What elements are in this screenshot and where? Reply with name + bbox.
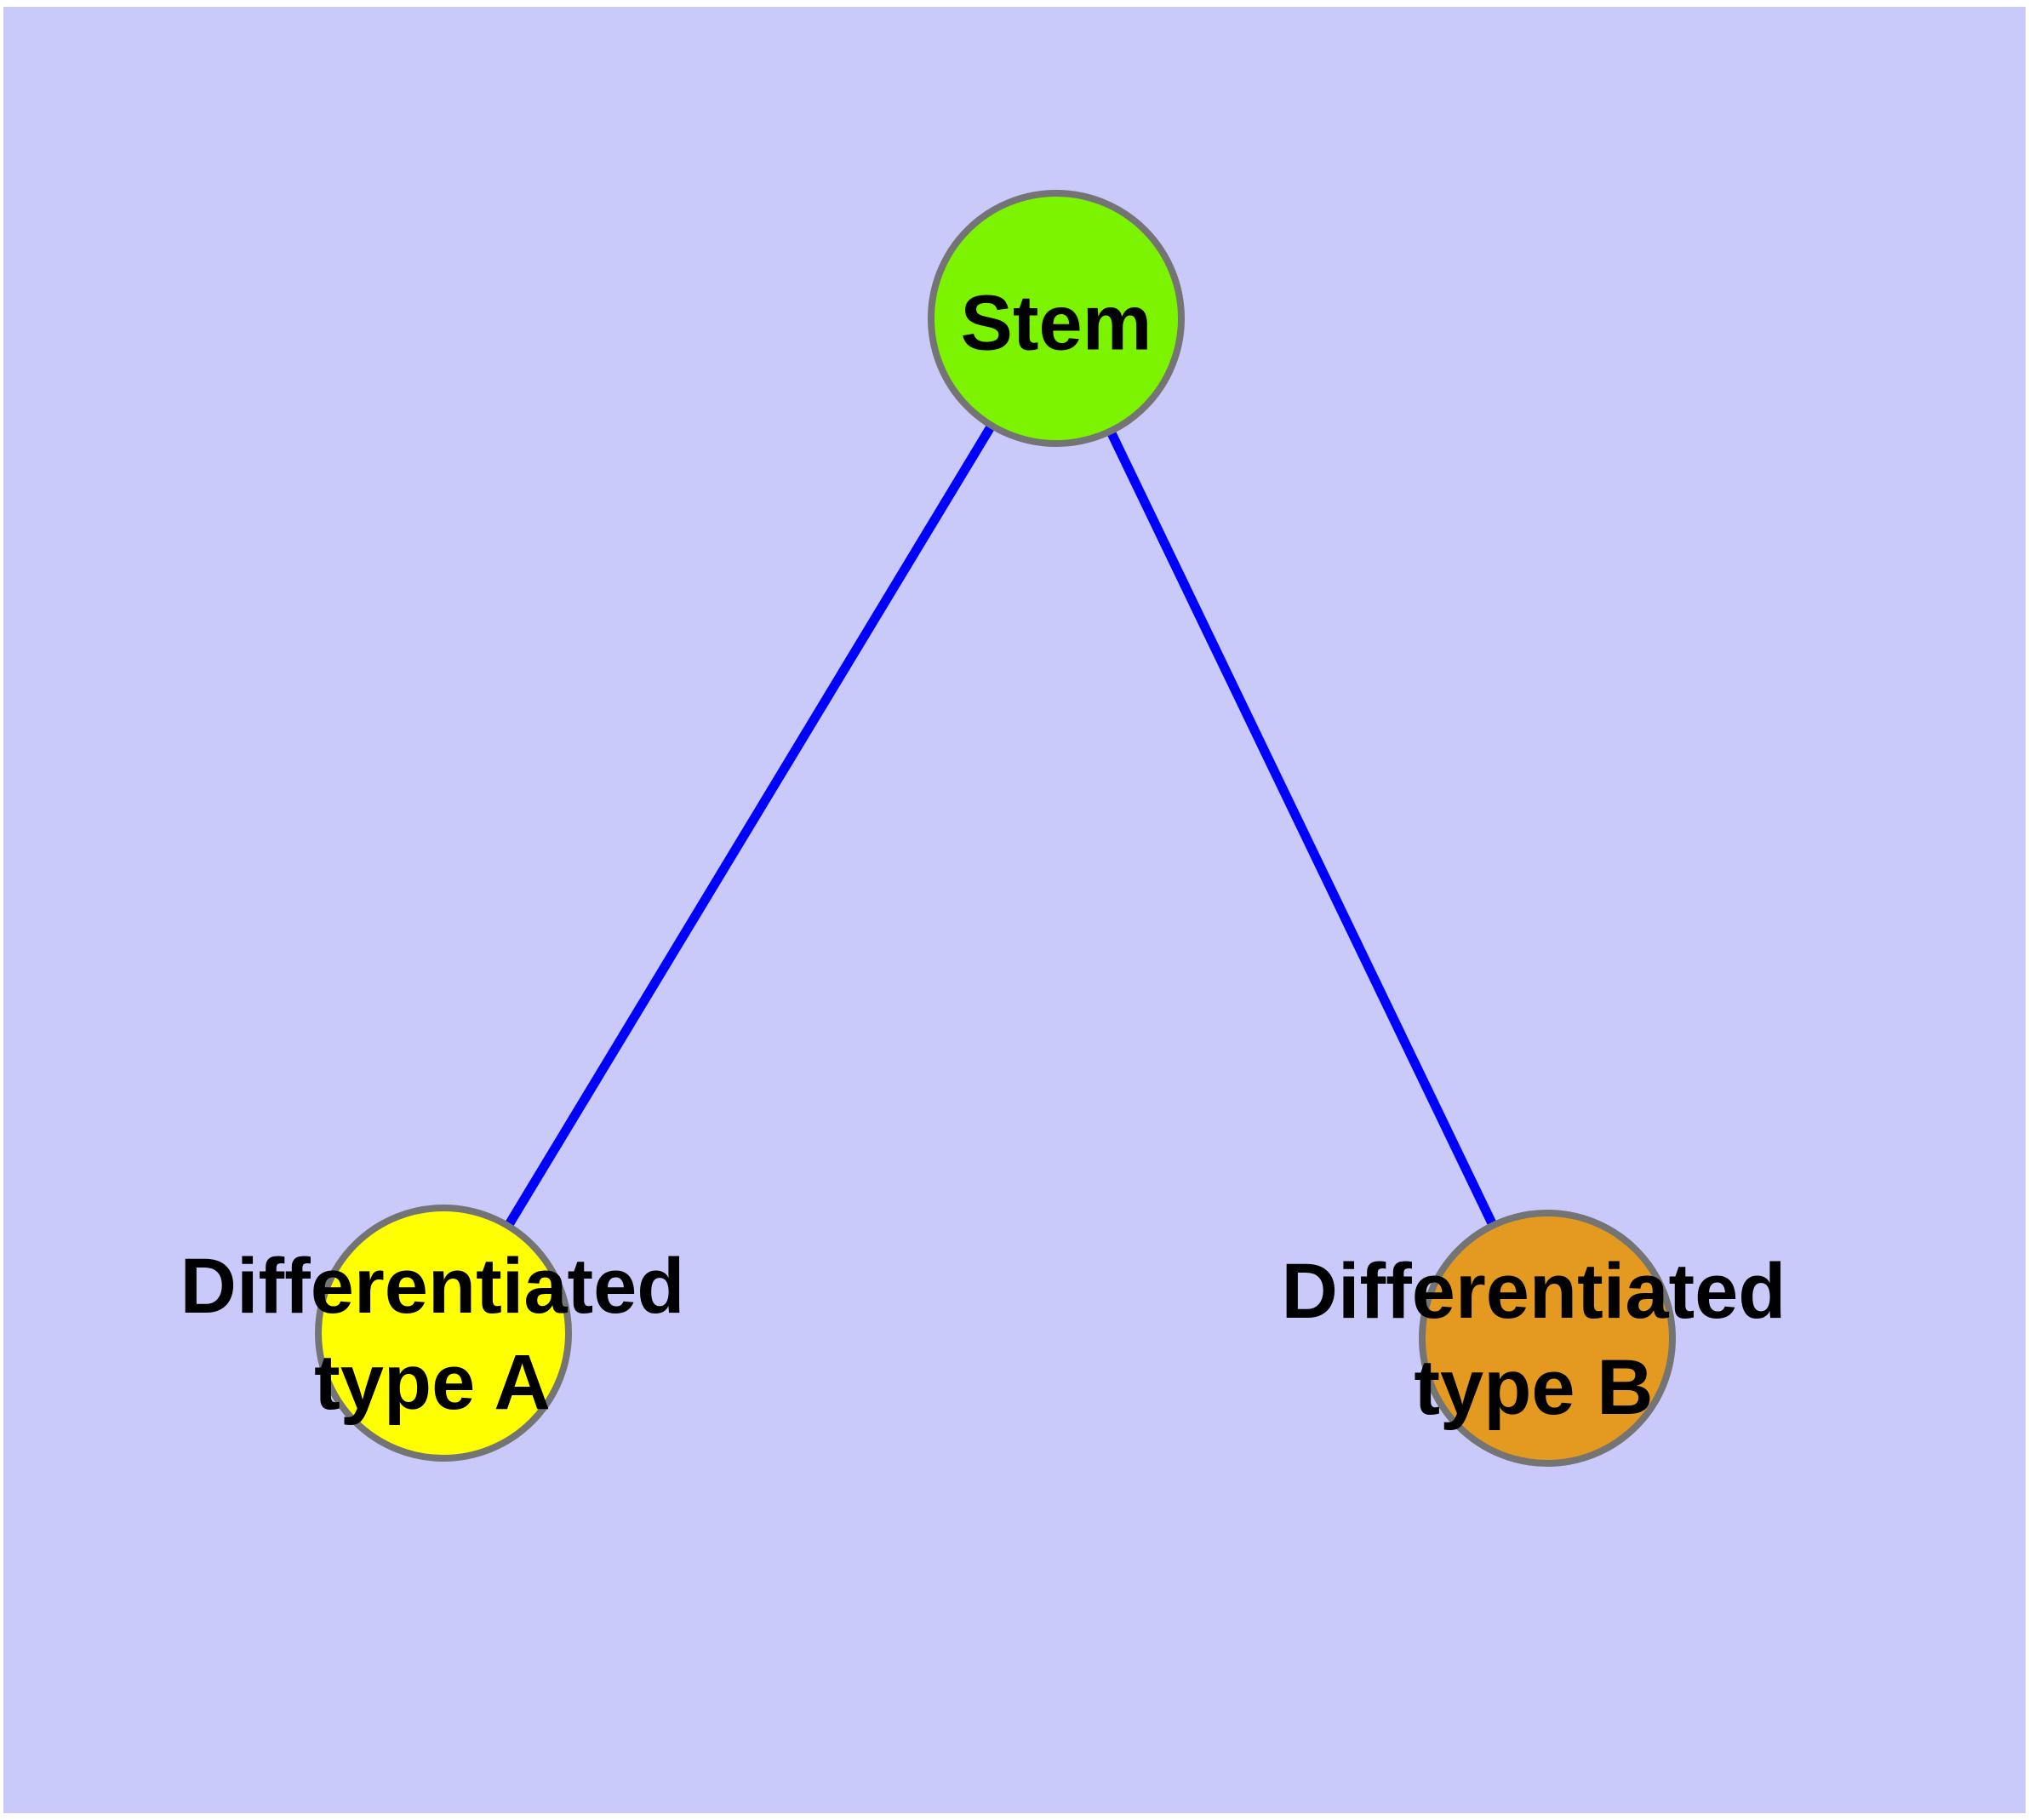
node-differentiated-type-b <box>1419 1210 1676 1467</box>
node-label-type-b-line1: Differentiated <box>1281 1248 1786 1335</box>
node-label-type-a-line1: Differentiated <box>180 1243 685 1330</box>
node-differentiated-type-a <box>315 1205 572 1462</box>
edge-stem-to-type-b <box>1052 316 1552 1341</box>
node-label-type-a-line2: type A <box>314 1339 551 1426</box>
node-label-type-b-line2: type B <box>1414 1344 1654 1431</box>
node-label-differentiated-type-a: Differentiated type A <box>180 1239 685 1431</box>
node-label-differentiated-type-b: Differentiated type B <box>1282 1244 1786 1436</box>
node-label-stem: Stem <box>961 276 1152 372</box>
node-label-stem-line1: Stem <box>960 279 1152 367</box>
edge-stem-to-type-a <box>439 316 1060 1336</box>
node-stem <box>928 190 1185 447</box>
